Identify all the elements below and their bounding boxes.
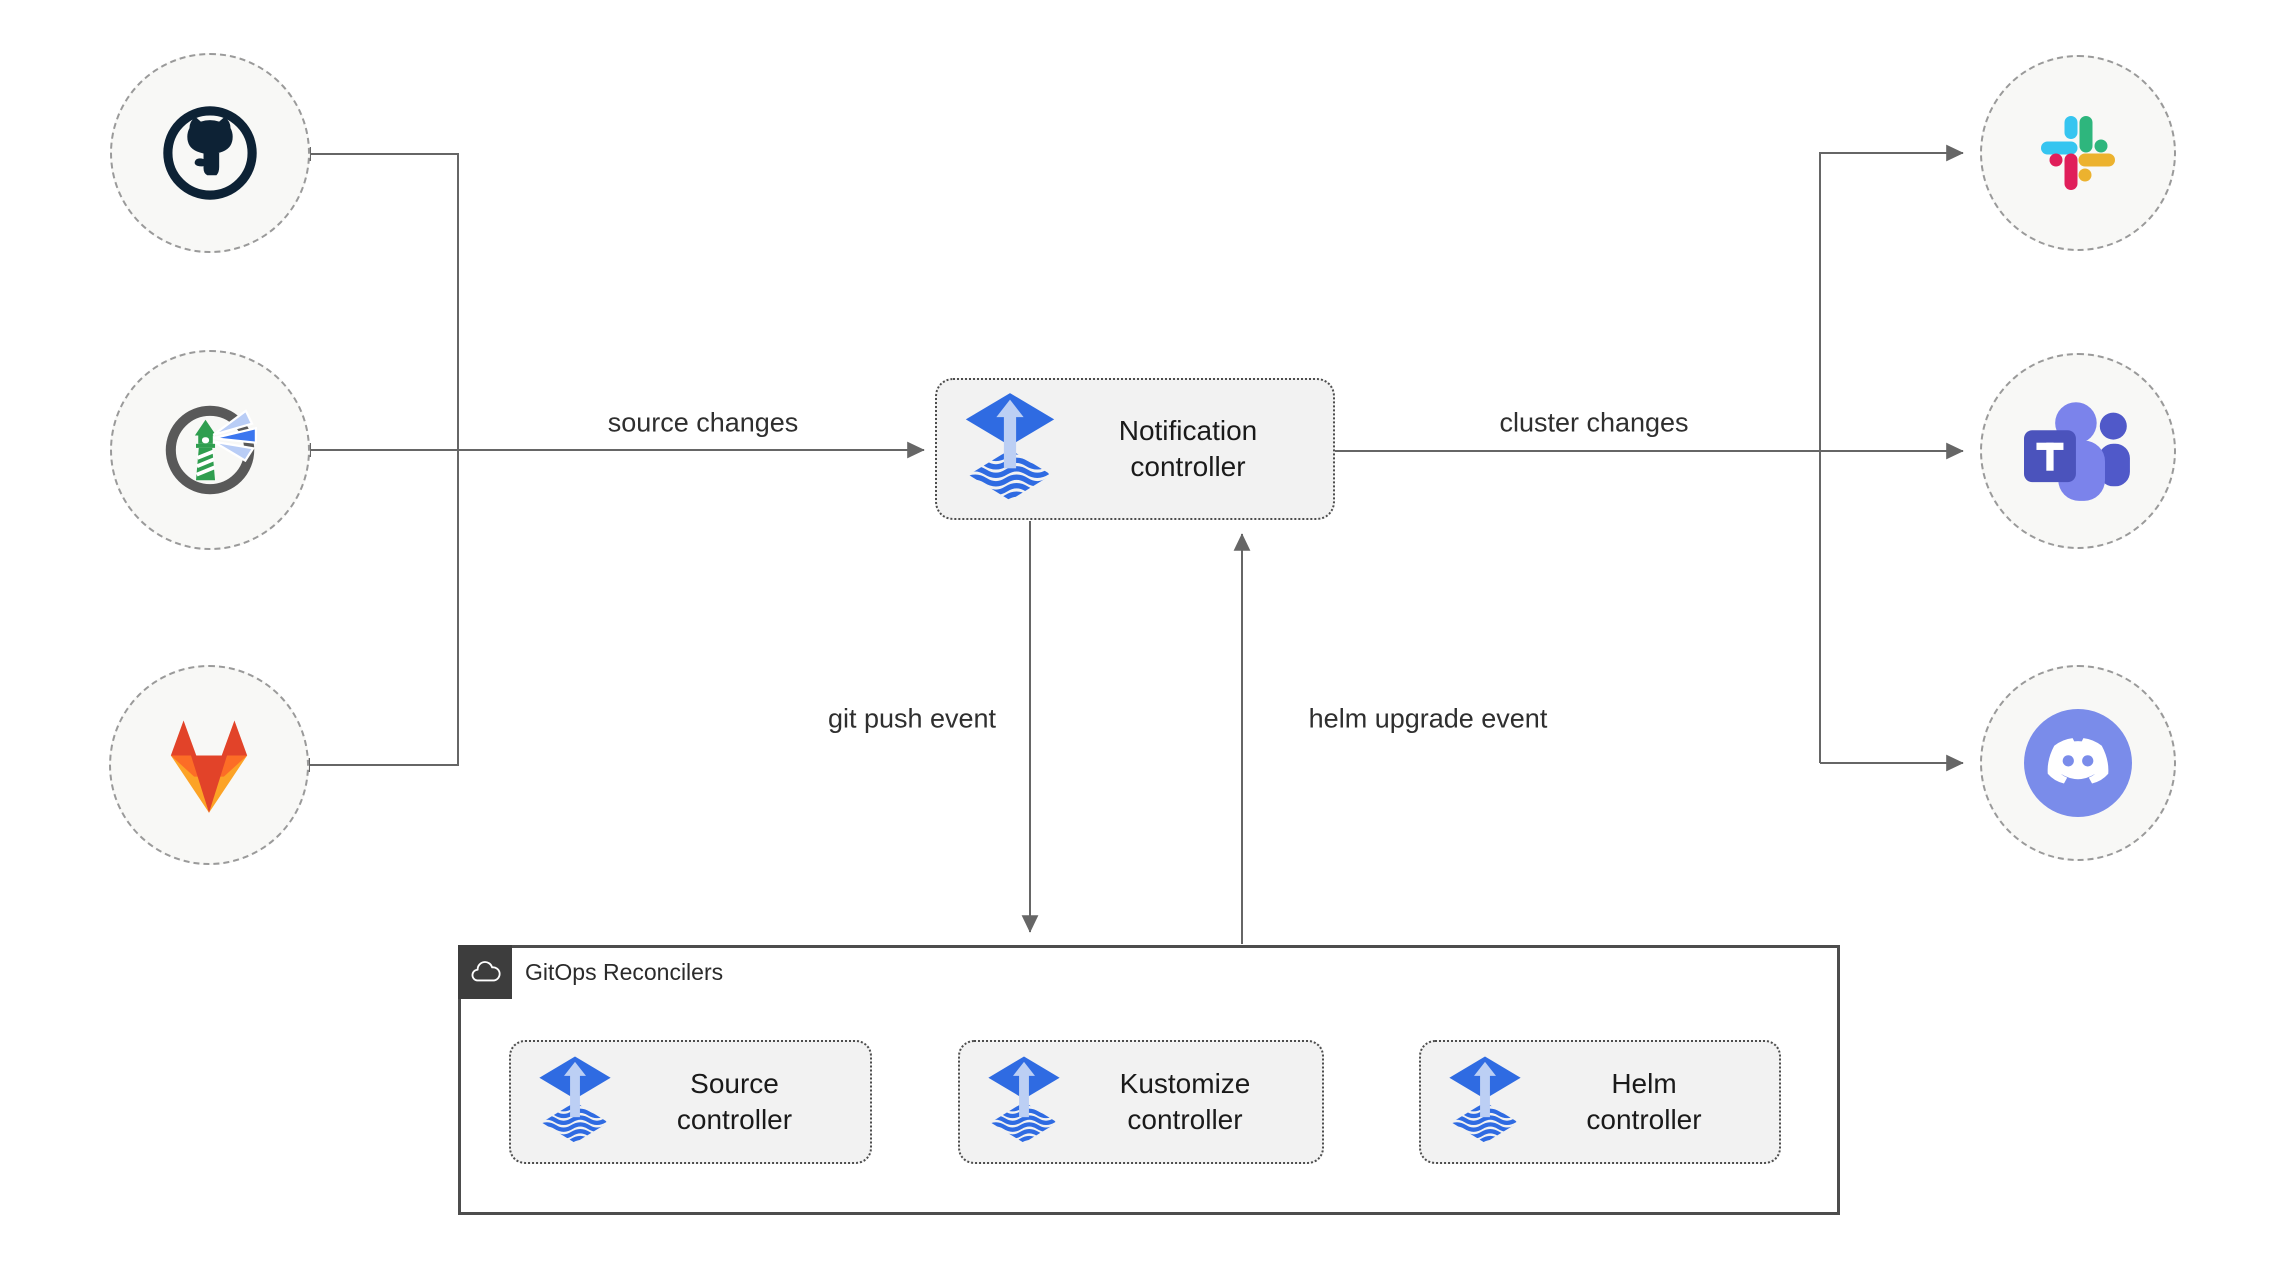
edge-label-helm-upgrade-event: helm upgrade event [1302, 703, 1554, 735]
flux-icon [1449, 1056, 1521, 1143]
edge-label-source-changes: source changes [601, 407, 805, 439]
flux-icon [988, 1056, 1060, 1143]
kustomize-controller-node[interactable]: Kustomize controller [958, 1040, 1324, 1164]
flux-icon [965, 392, 1055, 500]
gitlab-icon [170, 720, 248, 813]
teams-icon [2024, 402, 2130, 501]
discord-icon [2024, 709, 2132, 817]
group-title: GitOps Reconcilers [525, 959, 724, 985]
github-icon [163, 106, 257, 200]
notification-controller-node[interactable]: Notification controller [935, 378, 1335, 520]
helm-controller-node[interactable]: Helm controller [1419, 1040, 1781, 1164]
alert-node-slack[interactable] [1980, 55, 2176, 251]
wire-left-trunk [309, 153, 459, 766]
edge-label-cluster-changes: cluster changes [1493, 407, 1695, 439]
kustomize-controller-label: Kustomize controller [1119, 1068, 1251, 1135]
cloud-icon [471, 960, 501, 981]
source-node-gitlab[interactable] [109, 665, 309, 865]
alert-node-discord[interactable] [1980, 665, 2176, 861]
flux-icon [539, 1056, 611, 1143]
source-node-harbor[interactable] [110, 350, 310, 550]
source-controller-node[interactable]: Source controller [509, 1040, 872, 1164]
slack-icon [2041, 116, 2115, 190]
edge-label-git-push-event: git push event [821, 703, 1003, 735]
source-node-github[interactable] [110, 53, 310, 253]
source-controller-label: Source controller [676, 1068, 793, 1135]
group-header [458, 945, 512, 999]
harbor-icon [165, 405, 258, 495]
helm-controller-label: Helm controller [1586, 1068, 1702, 1135]
wire-right-trunk-slack [1819, 144, 1964, 763]
alert-node-teams[interactable] [1980, 353, 2176, 549]
notification-controller-label: Notification controller [1118, 415, 1258, 482]
